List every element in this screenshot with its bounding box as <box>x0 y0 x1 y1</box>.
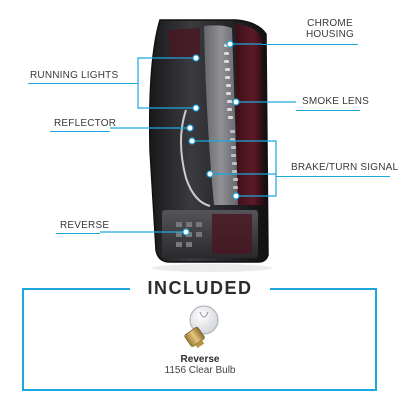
chrome-housing-line2: HOUSING <box>305 29 355 40</box>
included-border-top-right <box>270 288 377 290</box>
red-lens <box>236 24 264 205</box>
chrome-housing-underline <box>262 44 358 45</box>
brake-turn-underline <box>276 176 390 177</box>
included-panel <box>22 288 377 391</box>
reflector-underline <box>50 131 110 132</box>
callout-brake-turn-signal: BRAKE/TURN SIGNAL <box>291 162 399 173</box>
running-light-leds <box>224 44 233 119</box>
callout-running-lights: RUNNING LIGHTS <box>30 70 119 81</box>
reverse-underline <box>56 233 100 234</box>
smoke-lens-underline <box>296 110 360 111</box>
running-lights-underline <box>28 83 138 84</box>
included-title: INCLUDED <box>147 278 253 298</box>
included-border-top-left <box>22 288 130 290</box>
callout-chrome-housing: CHROME HOUSING <box>300 18 360 40</box>
callout-smoke-lens: SMOKE LENS <box>302 96 370 107</box>
bulb-name: Reverse <box>180 354 220 365</box>
bulb-icon <box>184 305 219 349</box>
leader-lines <box>100 43 296 233</box>
callout-dots <box>182 40 240 236</box>
callout-reverse: REVERSE <box>60 220 110 231</box>
chrome-housing-line1: CHROME <box>307 18 353 29</box>
reflector <box>180 109 211 207</box>
callout-reflector: REFLECTOR <box>54 118 117 129</box>
bulb-description: 1156 Clear Bulb <box>164 365 236 376</box>
